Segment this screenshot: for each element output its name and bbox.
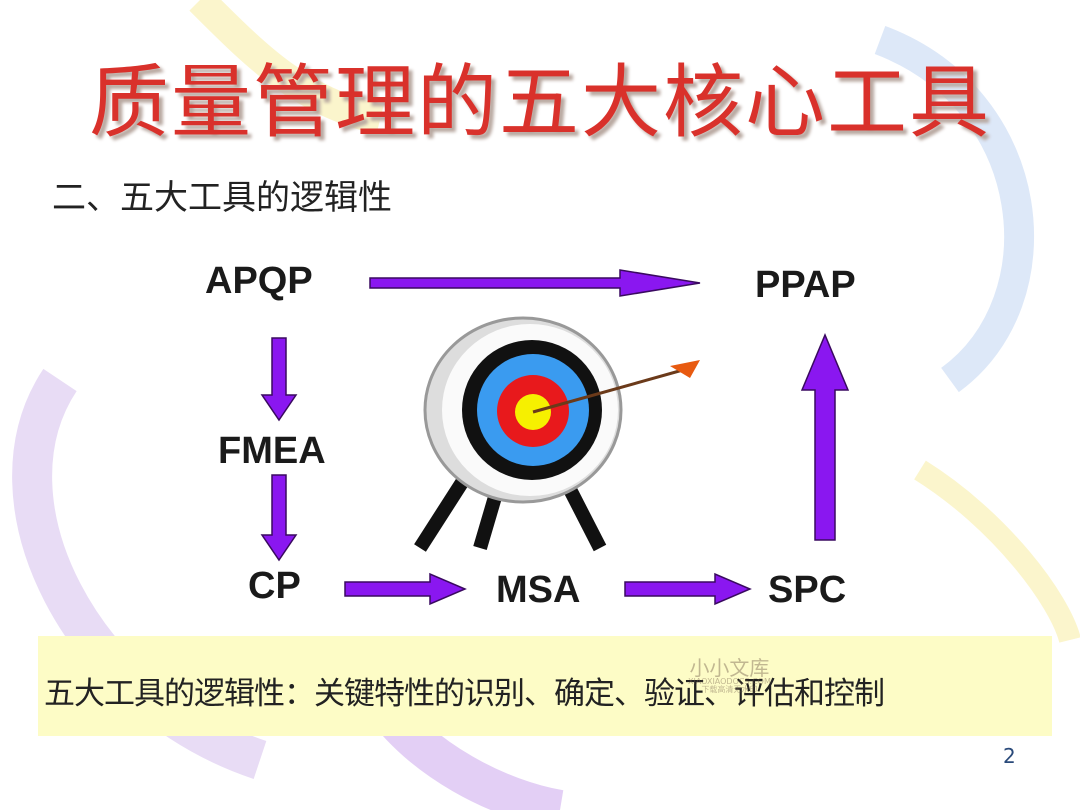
watermark: 小小文库 XIAOXIAODOCS.COM 下载高清无水印 (688, 658, 771, 694)
watermark-name: 小小文库 (689, 656, 770, 680)
page-number: 2 (1003, 744, 1016, 768)
arrow-fmea-cp (260, 474, 298, 562)
summary-text: 五大工具的逻辑性：关键特性的识别、确定、验证、评估和控制 (44, 676, 885, 712)
node-ppap: PPAP (755, 264, 856, 306)
arrow-msa-spc (624, 572, 752, 606)
node-spc: SPC (768, 569, 847, 611)
watermark-url: XIAOXIAODOCS.COM (688, 677, 771, 686)
node-msa: MSA (496, 569, 581, 611)
arrow-apqp-fmea (260, 337, 298, 422)
summary-banner: 五大工具的逻辑性：关键特性的识别、确定、验证、评估和控制 小小文库 XIAOXI… (38, 636, 1052, 736)
arrow-spc-ppap (800, 333, 850, 541)
node-cp: CP (248, 565, 301, 607)
node-fmea: FMEA (218, 430, 326, 472)
target-icon (414, 316, 700, 552)
node-apqp: APQP (205, 260, 313, 302)
slide-subtitle: 二、五大工具的逻辑性 (52, 178, 392, 218)
watermark-note: 下载高清无水印 (701, 685, 758, 694)
slide-title: 质量管理的五大核心工具 (89, 56, 991, 149)
arrow-apqp-ppap (369, 269, 701, 297)
arrow-cp-msa (344, 572, 467, 606)
